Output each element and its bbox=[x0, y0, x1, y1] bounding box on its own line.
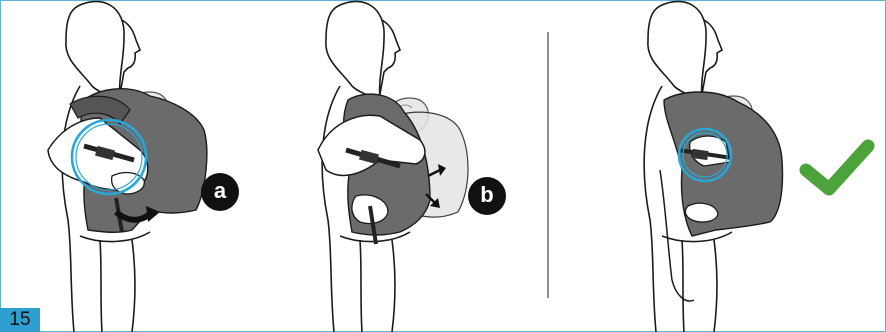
figure-correct bbox=[644, 1, 782, 332]
figure-step-b bbox=[318, 1, 468, 332]
step-b-badge: b bbox=[468, 177, 506, 215]
page-number: 15 bbox=[0, 308, 40, 332]
step-a-badge: a bbox=[201, 173, 239, 211]
check-icon bbox=[806, 146, 868, 189]
figure-step-a bbox=[48, 1, 207, 332]
